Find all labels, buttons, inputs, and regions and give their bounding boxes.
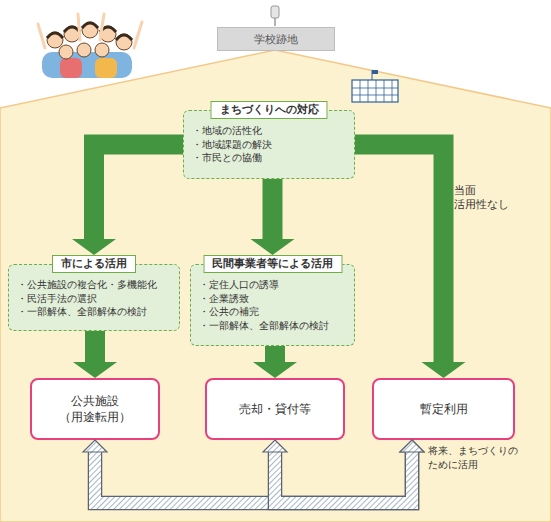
bullet-item: ・公共の補完: [199, 305, 348, 319]
group-box: まちづくりへの対応・地域の活性化・地域課題の解決・市民との協働: [183, 101, 355, 179]
dashed-panel: ・公共施設の複合化・多機能化・民活手法の選択・一部解体、全部解体の検討: [8, 264, 180, 331]
person-face: [77, 43, 91, 57]
green-arrow: [251, 179, 295, 255]
person-body: [95, 58, 117, 78]
outcome-box: 公共施設 （用途転用）: [30, 378, 160, 440]
school-building: [352, 80, 398, 102]
green-arrow: [253, 346, 297, 378]
site-box: 学校跡地: [217, 27, 335, 51]
box-text: 売却・貸付等: [239, 401, 311, 417]
group-heading: 民間事業者等による活用: [203, 255, 342, 273]
green-arrow: [72, 145, 183, 256]
bullet-item: ・公共施設の複合化・多機能化: [17, 278, 173, 292]
group-box: 市による活用・公共施設の複合化・多機能化・民活手法の選択・一部解体、全部解体の検…: [8, 255, 180, 331]
arrow-head: [73, 362, 117, 378]
people-hair: [47, 23, 132, 40]
green-arrow: [73, 331, 117, 378]
house-shape: [0, 50, 551, 522]
arrow-head: [263, 440, 287, 452]
person-face: [95, 43, 109, 57]
person-body: [60, 58, 82, 78]
bullet-item: ・一部解体、全部解体の検討: [199, 319, 348, 333]
arrow-head: [400, 440, 424, 452]
group-heading: 市による活用: [52, 255, 136, 273]
edge-label: 当面 活用性なし: [454, 183, 510, 211]
outcome-box: 暫定利用: [372, 378, 515, 440]
dashed-panel: ・地域の活性化・地域課題の解決・市民との協働: [183, 110, 355, 179]
group-box: 民間事業者等による活用・定住人口の誘導・企業誘致・公共の補完・一部解体、全部解体…: [190, 255, 355, 346]
hatched-arrow: [83, 440, 424, 503]
arrow-shaft: [355, 145, 444, 363]
arrow-shaft: [94, 145, 183, 240]
arrow-head: [400, 440, 424, 452]
arrow-head: [72, 239, 116, 255]
bullet-item: ・一部解体、全部解体の検討: [17, 305, 173, 319]
bullet-item: ・定住人口の誘導: [199, 278, 348, 292]
bullet-item: ・市民との協働: [192, 151, 348, 165]
note-text: 将来、まちづくりの ために活用: [428, 444, 528, 471]
pin-head: [271, 6, 279, 18]
bullet-item: ・地域課題の解決: [192, 138, 348, 152]
box-text: 公共施設 （用途転用）: [53, 393, 137, 425]
person-face: [59, 45, 73, 59]
arrow-shaft: [275, 452, 412, 503]
arrow-shaft: [265, 346, 285, 362]
dashed-panel: ・定住人口の誘導・企業誘致・公共の補完・一部解体、全部解体の検討: [190, 264, 355, 346]
raised-arms: [38, 14, 142, 48]
hatched-arrow: [263, 440, 424, 503]
people-illustration: [38, 14, 142, 78]
arrow-head: [83, 440, 107, 452]
pin-stem: [274, 18, 276, 26]
pin-icon: [271, 6, 279, 26]
green-arrow: [355, 145, 466, 379]
arrow-outline: [275, 452, 412, 503]
arrow-shaft: [263, 179, 283, 239]
bullet-item: ・民活手法の選択: [17, 292, 173, 306]
school-icon: [352, 70, 398, 102]
box-text: 暫定利用: [420, 401, 468, 417]
arrow-shaft: [95, 452, 412, 503]
group-heading: まちづくりへの対応: [211, 101, 328, 119]
bullet-item: ・企業誘致: [199, 292, 348, 306]
flag: [372, 70, 378, 74]
arrow-head: [251, 239, 295, 255]
school-windows: [352, 80, 398, 102]
arrow-shaft: [85, 331, 105, 362]
outcome-box: 売却・貸付等: [205, 378, 345, 440]
box-text: 学校跡地: [254, 32, 298, 47]
bullet-item: ・地域の活性化: [192, 124, 348, 138]
arrow-head: [253, 362, 297, 378]
arrow-head: [422, 362, 466, 378]
arrow-outline: [95, 452, 412, 503]
